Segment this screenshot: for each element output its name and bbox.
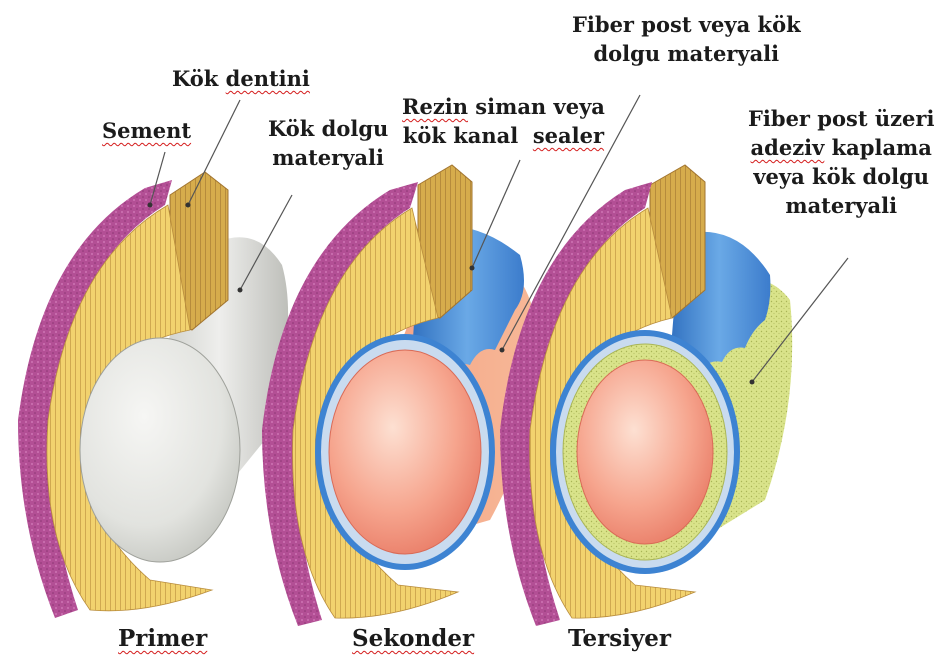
tersiyer-cylinder [500, 165, 792, 626]
label-kok-dolgu-line2: materyali [268, 143, 388, 172]
leader-fiber-ust-dot [750, 380, 755, 385]
label-fiber-post: Fiber post veya kök dolgu materyali [572, 10, 801, 68]
sekonder-post-face [329, 350, 481, 554]
caption-tersiyer-text: Tersiyer [568, 625, 671, 652]
label-sealer-word: sealer [533, 123, 604, 148]
caption-tersiyer: Tersiyer [568, 624, 671, 653]
caption-primer: Primer [118, 624, 207, 653]
caption-sekonder: Sekonder [352, 624, 474, 653]
sekonder-cylinder [262, 165, 537, 626]
label-kaplama-word: kaplama [824, 135, 932, 160]
leader-sement-dot [148, 203, 153, 208]
label-rezin-rest: siman veya [468, 94, 605, 119]
label-sement: Sement [102, 116, 191, 145]
leader-dentini-dot [186, 203, 191, 208]
primer-filling-face [80, 338, 240, 562]
label-rezin-line1: Rezin siman veya [402, 92, 605, 121]
label-dentini-word: dentini [226, 66, 310, 91]
primer-cylinder [18, 172, 288, 618]
label-rezin-word: Rezin [402, 94, 468, 119]
leader-fiber-post-dot [500, 348, 505, 353]
label-fiber-ust-line3: veya kök dolgu [748, 162, 934, 191]
label-rezin-line2: kök kanal sealer [402, 121, 605, 150]
label-sement-text: Sement [102, 118, 191, 143]
label-kok-word: Kök [172, 66, 218, 91]
label-fiber-ust-line1: Fiber post üzeri [748, 104, 934, 133]
label-fiber-post-line1: Fiber post veya kök [572, 10, 801, 39]
label-fiber-ust-line4: materyali [748, 191, 934, 220]
caption-sekonder-text: Sekonder [352, 625, 474, 652]
label-kok-dolgu: Kök dolgu materyali [268, 114, 388, 172]
label-kok-kanal: kök kanal [403, 123, 518, 148]
leader-rezin-dot [470, 266, 475, 271]
tersiyer-post-face [577, 360, 713, 544]
label-fiber-ust: Fiber post üzeri adeziv kaplama veya kök… [748, 104, 934, 220]
leader-kok-dolgu-dot [238, 288, 243, 293]
label-fiber-post-line2: dolgu materyali [572, 39, 801, 68]
label-adeziv-word: adeziv [751, 135, 825, 160]
label-kok-dolgu-line1: Kök dolgu [268, 114, 388, 143]
label-fiber-ust-line2: adeziv kaplama [748, 133, 934, 162]
label-rezin: Rezin siman veya kök kanal sealer [402, 92, 605, 150]
label-kok-dentini: Kök dentini [172, 64, 310, 93]
caption-primer-text: Primer [118, 625, 207, 652]
